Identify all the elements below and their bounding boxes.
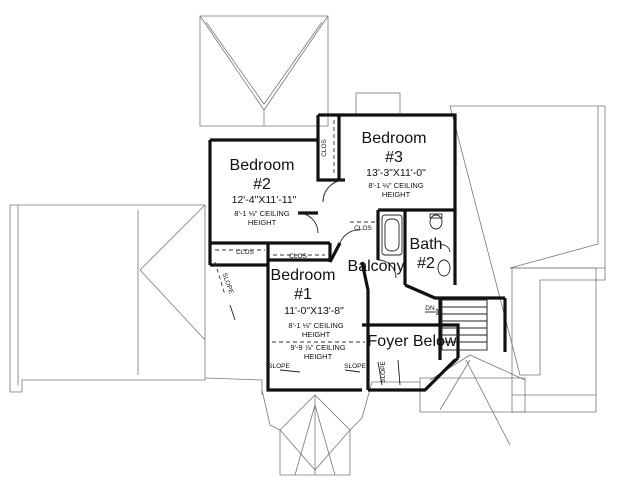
bathtub (381, 214, 403, 256)
sink (437, 259, 451, 277)
bedroom1-height: HEIGHT (302, 330, 331, 339)
fixtures (214, 120, 488, 386)
bedroom3-ceiling: 8'-1 ⅛" CEILING (368, 181, 424, 190)
closet-label-bath: CLOS (354, 225, 372, 232)
slope-label-foyer: SLOPE (380, 361, 387, 383)
balcony-label: Balcony (348, 258, 405, 275)
slope-label-left: SLOPE (220, 272, 234, 295)
bedroom3-dims: 13'-3"X11'-0" (366, 167, 426, 179)
bedroom3-title: Bedroom (362, 130, 427, 147)
bath2-title: Bath (410, 236, 443, 253)
bedroom3-number: #3 (385, 149, 403, 166)
room-labels: Bedroom #2 12'-4"X11'-11" 8'-1 ⅛" CEILIN… (220, 130, 456, 383)
bedroom2-ceiling: 8'-1 ⅛" CEILING (234, 209, 290, 218)
stair (425, 299, 488, 351)
bedroom3-height: HEIGHT (382, 190, 411, 199)
bedroom2-title: Bedroom (230, 157, 295, 174)
bedroom1-ceiling2: 9'-9 ⅞" CEILING (290, 343, 346, 352)
bedroom1-height2: HEIGHT (304, 352, 333, 361)
bedroom1-title: Bedroom (271, 267, 336, 284)
roof-lines (9, 15, 606, 476)
bedroom2-dims: 12'-4"X11'-11" (232, 194, 297, 206)
bedroom2-height: HEIGHT (248, 218, 277, 227)
stair-down-label: DN (425, 305, 435, 312)
closet-label-bedroom2: CLOS (236, 249, 254, 256)
foyer-label: Foyer Below (368, 333, 457, 350)
closet-label-bedroom1: CLOS (289, 253, 307, 260)
slope-label-bedroom1-right: SLOPE (344, 363, 366, 370)
walls (208, 113, 507, 392)
slope-label-bedroom1-left: SLOPE (268, 363, 290, 370)
toilet (429, 214, 443, 230)
bath2-number: #2 (417, 255, 435, 272)
bedroom1-dims: 11'-0"X13'-8" (284, 305, 344, 317)
bedroom2-number: #2 (253, 176, 271, 193)
bedroom1-ceiling: 8'-1 ⅛" CEILING (288, 321, 344, 330)
closet-label-bedroom3: CLOS (321, 138, 328, 156)
bedroom1-number: #1 (294, 286, 312, 303)
